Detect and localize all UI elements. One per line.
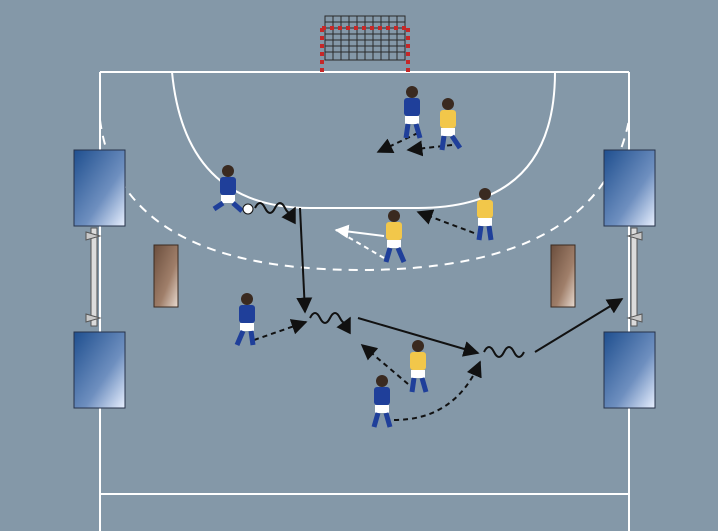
mini-goal-right (551, 245, 575, 307)
board-left-top (74, 150, 125, 226)
board-left-bottom (74, 332, 125, 408)
mini-goal-left (154, 245, 178, 307)
left-gate-pole (91, 228, 97, 326)
board-right-bottom (604, 332, 655, 408)
right-gate-pole (631, 228, 637, 326)
board-right-top (604, 150, 655, 226)
ball-icon (243, 204, 253, 214)
